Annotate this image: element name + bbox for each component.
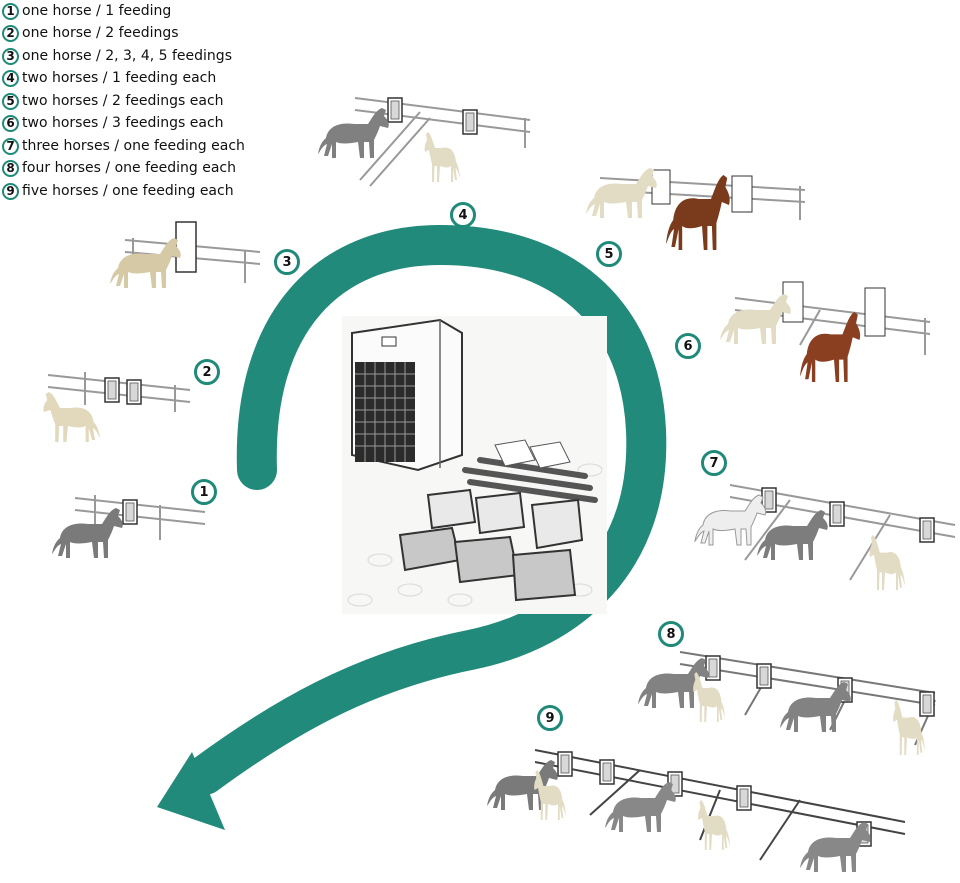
legend-badge: 3 — [2, 47, 19, 65]
legend-label: one horse / 2 feedings — [22, 25, 179, 41]
legend-badge: 9 — [2, 182, 19, 200]
legend-label: two horses / 3 feedings each — [22, 115, 224, 131]
scenario-marker-2: 2 — [194, 359, 220, 385]
legend-item-1: 1 one horse / 1 feeding — [2, 1, 171, 21]
legend-item-7: 7 three horses / one feeding each — [2, 136, 245, 156]
legend-badge: 1 — [2, 2, 19, 20]
scenario-marker-6: 6 — [675, 333, 701, 359]
legend-badge: 2 — [2, 24, 19, 42]
legend-item-9: 9 five horses / one feeding each — [2, 181, 234, 201]
scenario-marker-5: 5 — [596, 241, 622, 267]
scenario-2-illustration — [43, 372, 191, 442]
legend-badge: 8 — [2, 159, 19, 177]
scenario-marker-8: 8 — [658, 621, 684, 647]
scenario-marker-3: 3 — [274, 249, 300, 275]
legend-item-2: 2 one horse / 2 feedings — [2, 23, 179, 43]
legend-item-5: 5 two horses / 2 feedings each — [2, 91, 224, 111]
legend-label: two horses / 1 feeding each — [22, 70, 217, 86]
legend-label: one horse / 2, 3, 4, 5 feedings — [22, 48, 232, 64]
legend-badge: 7 — [2, 137, 19, 155]
scenario-7-illustration — [694, 484, 956, 590]
legend-item-3: 3 one horse / 2, 3, 4, 5 feedings — [2, 46, 232, 66]
scenario-9-illustration — [487, 749, 906, 872]
legend-item-6: 6 two horses / 3 feedings each — [2, 113, 224, 133]
legend-badge: 4 — [2, 69, 19, 87]
scenario-4-illustration — [318, 97, 531, 187]
legend-item-8: 8 four horses / one feeding each — [2, 158, 236, 178]
scenario-5-illustration — [586, 168, 806, 250]
legend-badge: 6 — [2, 114, 19, 132]
scenario-8-illustration — [638, 651, 936, 755]
scenario-1-illustration — [52, 495, 206, 558]
legend-label: one horse / 1 feeding — [22, 3, 172, 19]
legend-label: five horses / one feeding each — [22, 183, 234, 199]
legend-badge: 5 — [2, 92, 19, 110]
scenario-6-illustration — [720, 281, 931, 382]
scenario-3-illustration — [110, 221, 261, 288]
arrowhead-icon — [157, 752, 225, 830]
legend-item-4: 4 two horses / 1 feeding each — [2, 68, 216, 88]
solar-feeder-kit-illustration — [342, 316, 607, 614]
legend-label: two horses / 2 feedings each — [22, 93, 224, 109]
legend-label: four horses / one feeding each — [22, 160, 236, 176]
legend-label: three horses / one feeding each — [22, 138, 245, 154]
scenario-marker-4: 4 — [450, 202, 476, 228]
scenario-marker-9: 9 — [537, 705, 563, 731]
workflow-arrow — [157, 224, 667, 830]
scenario-marker-7: 7 — [701, 450, 727, 476]
scenario-marker-1: 1 — [191, 479, 217, 505]
